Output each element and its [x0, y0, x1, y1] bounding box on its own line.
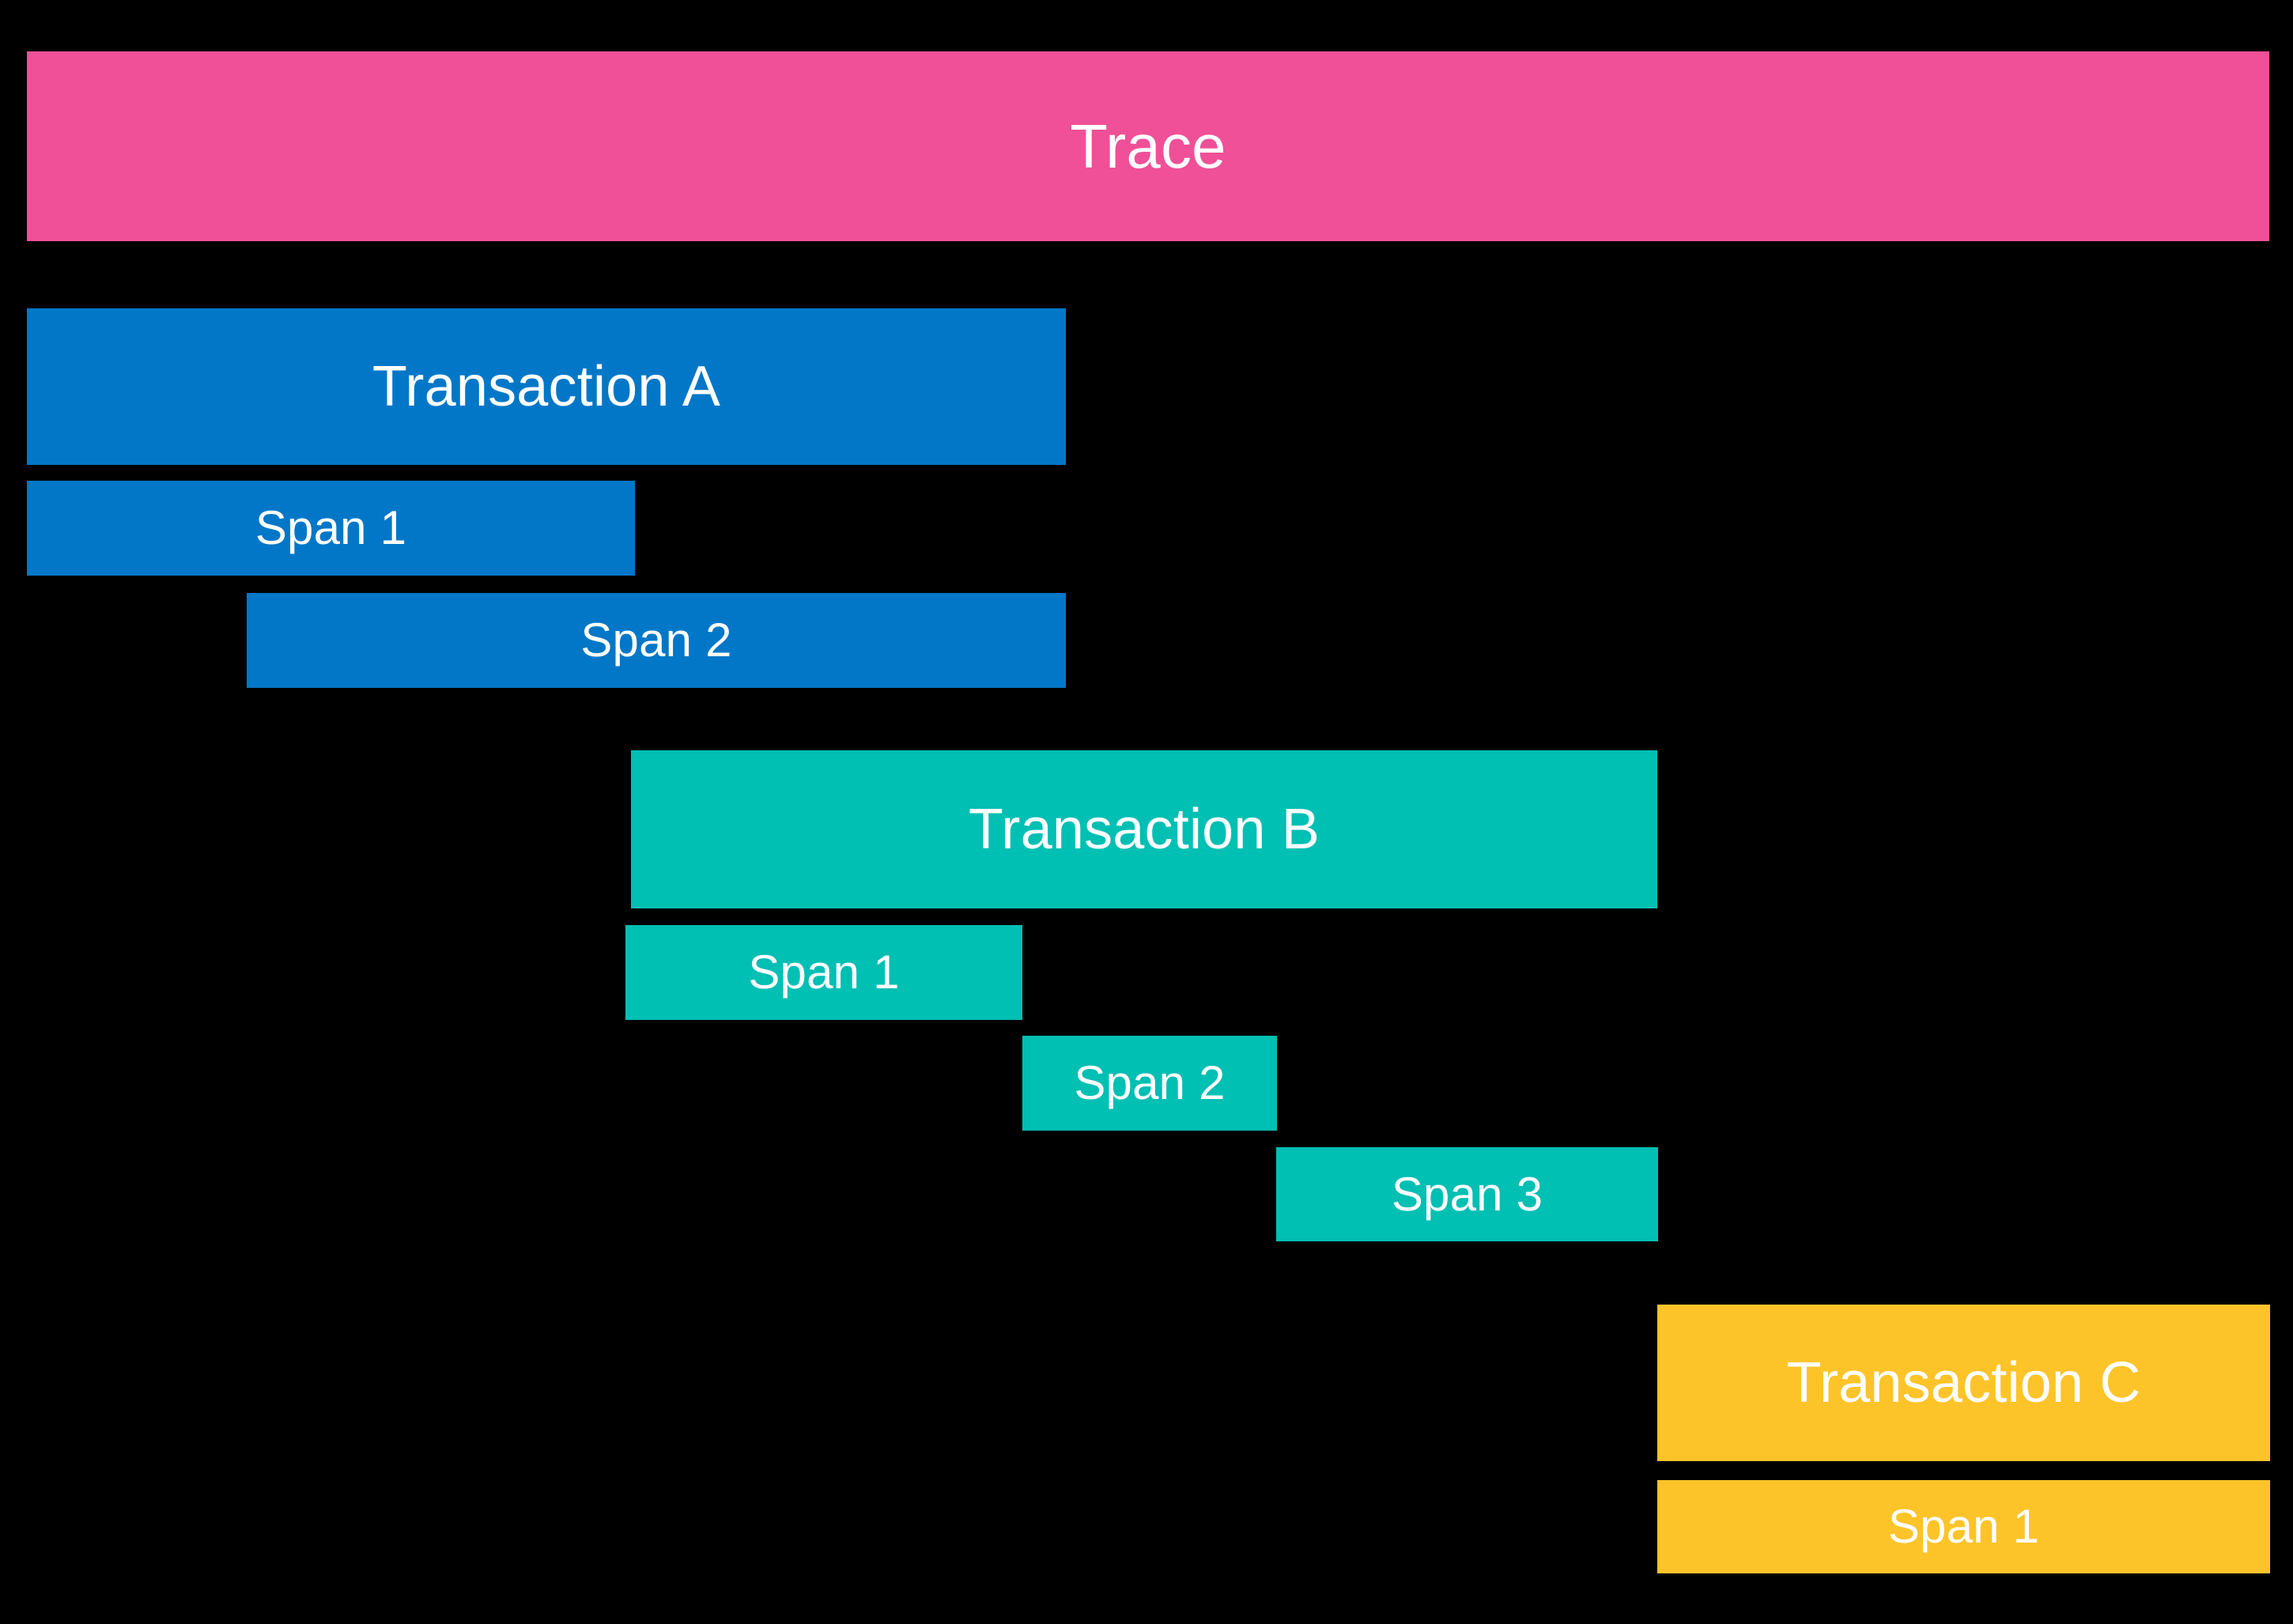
- transaction-b-span-3-label: Span 3: [1391, 1167, 1543, 1221]
- transaction-a-span-1-bar[interactable]: Span 1: [27, 481, 635, 576]
- transaction-c-label: Transaction C: [1786, 1351, 2141, 1414]
- trace-bar-label: Trace: [1070, 111, 1226, 181]
- transaction-b-label: Transaction B: [968, 798, 1320, 861]
- transaction-b-span-2-label: Span 2: [1074, 1056, 1226, 1109]
- trace-bar[interactable]: Trace: [27, 51, 2269, 241]
- transaction-a-span-2-label: Span 2: [580, 614, 732, 667]
- transaction-c-span-1-bar[interactable]: Span 1: [1657, 1480, 2270, 1573]
- transaction-a-bar[interactable]: Transaction A: [27, 308, 1066, 465]
- transaction-c-bar[interactable]: Transaction C: [1657, 1305, 2270, 1461]
- transaction-c-span-1-label: Span 1: [1887, 1500, 2040, 1553]
- transaction-b-span-2-bar[interactable]: Span 2: [1022, 1036, 1277, 1131]
- transaction-b-span-1-bar[interactable]: Span 1: [625, 925, 1022, 1020]
- transaction-b-bar[interactable]: Transaction B: [631, 750, 1657, 908]
- transaction-b-span-1-label: Span 1: [748, 946, 900, 999]
- transaction-a-span-1-label: Span 1: [255, 501, 407, 554]
- transaction-b-span-3-bar[interactable]: Span 3: [1276, 1147, 1658, 1241]
- transaction-a-label: Transaction A: [372, 355, 721, 418]
- transaction-a-span-2-bar[interactable]: Span 2: [247, 593, 1066, 688]
